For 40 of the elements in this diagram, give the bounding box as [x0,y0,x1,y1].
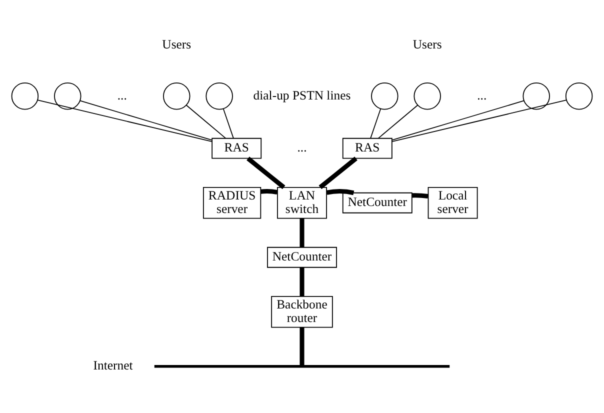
node-circle [11,82,39,110]
label: ... [477,88,487,102]
node-label: Internet [93,358,133,373]
node-circle [163,82,190,110]
connector [392,100,524,141]
connector [246,156,286,190]
label: ... [117,88,127,102]
connector [370,108,382,139]
node-box: NetCounter [267,246,337,268]
label: Users [162,38,192,52]
connector [186,104,226,139]
node-box: RADIUS server [202,186,262,219]
connector [300,267,304,296]
node-circle [522,82,550,110]
node-circle [371,82,398,110]
node-bar [154,365,450,368]
node-box: LAN switch [277,186,327,219]
node-box: NetCounter [342,192,412,214]
connector [37,100,212,142]
connector [318,156,358,190]
connector [392,100,567,142]
node-box: RAS [212,138,262,159]
label: Users [412,38,442,52]
connector [300,327,304,366]
node-box: Backbone router [271,296,333,328]
connector [80,100,212,141]
node-circle [414,82,441,110]
connector [378,104,418,139]
node-circle [565,82,593,110]
node-circle [54,82,82,110]
node-box: Local server [428,186,478,219]
connector [260,189,278,194]
connector [326,189,354,196]
connector [222,108,234,139]
connector [412,193,428,198]
connector [300,218,304,248]
label: ... [297,140,307,155]
node-box: RAS [342,138,392,159]
label: dial-up PSTN lines [253,88,351,102]
node-circle [206,82,233,110]
